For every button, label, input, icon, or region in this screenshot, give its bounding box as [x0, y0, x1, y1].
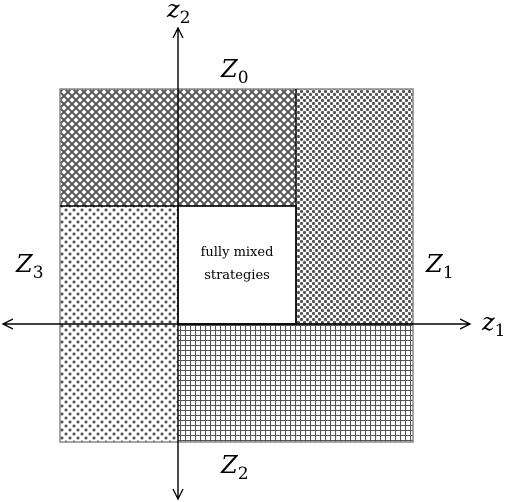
center-box — [177, 205, 297, 325]
y-axis-label: z2 — [166, 0, 190, 28]
label-z1: Z1 — [425, 250, 454, 283]
center-label-line2: strategies — [204, 268, 270, 283]
label-z3: Z3 — [15, 250, 44, 283]
outer-frame — [59, 88, 414, 443]
region-z1-area — [296, 89, 413, 324]
region-z2-area — [178, 324, 413, 442]
x-axis-label: z1 — [481, 308, 505, 341]
center-label-line1: fully mixed — [201, 245, 274, 260]
label-z2: Z2 — [220, 451, 249, 484]
label-z0: Z0 — [220, 55, 249, 88]
